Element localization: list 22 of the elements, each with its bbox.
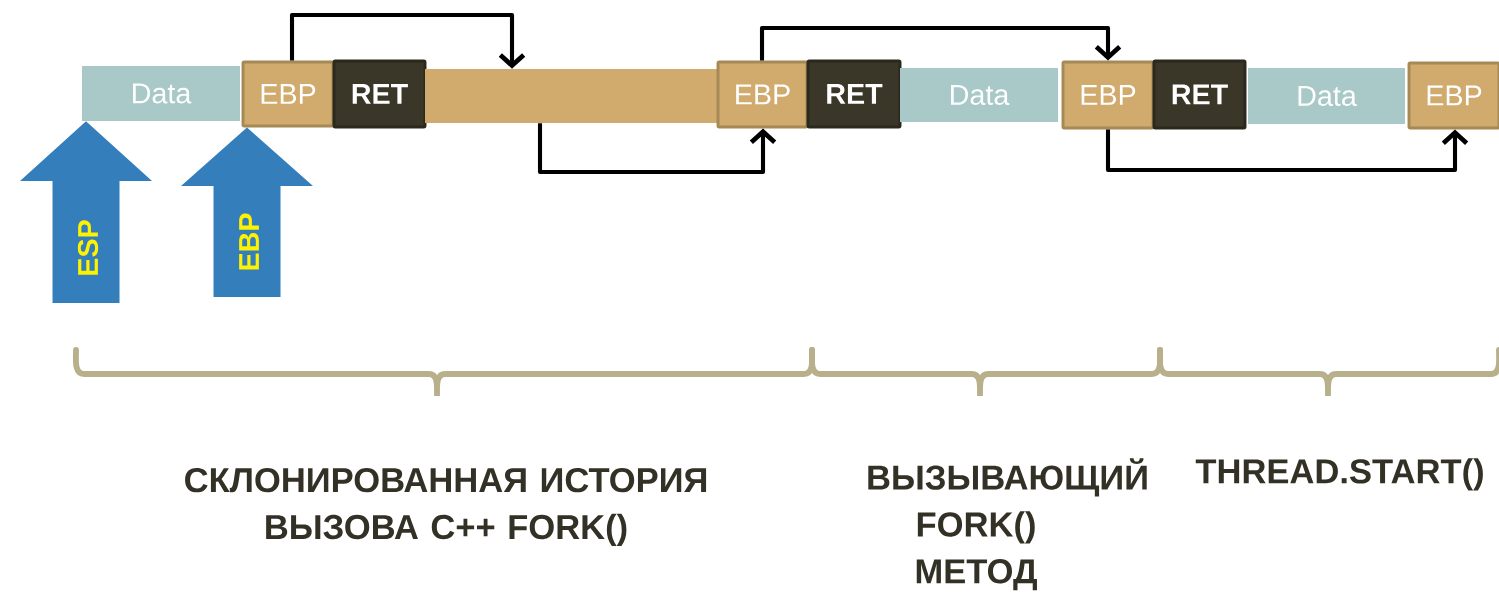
- caption-text: THREAD.START(): [1195, 458, 1483, 491]
- ebp-block: EBP: [241, 60, 335, 128]
- arrow: [759, 25, 1122, 61]
- caption-text: СКЛОНИРОВАННАЯ ИСТОРИЯ ВЫЗОВА C++ FORK(): [185, 467, 707, 547]
- data-block: Data: [1248, 68, 1405, 124]
- arrow: [537, 123, 777, 175]
- arrow: [289, 12, 526, 69]
- stack-bar: [425, 69, 718, 123]
- edge-label: ESP: [77, 220, 99, 275]
- block-arrow: [20, 121, 152, 303]
- block-arrow: [181, 127, 313, 297]
- ebp-block: EBP: [716, 60, 809, 129]
- edge-label: EBP: [239, 213, 259, 270]
- ret-block: RET: [332, 59, 427, 129]
- ebp-block: EBP: [1061, 60, 1155, 130]
- ebp-block: EBP: [1407, 61, 1499, 130]
- ret-block: RET: [1152, 59, 1247, 130]
- data-block: Data: [900, 68, 1058, 122]
- caption-text: ВЫЗЫВАЮЩИЙ FORK() МЕТОД: [868, 458, 1147, 591]
- arrow: [1105, 129, 1469, 173]
- data-block: Data: [82, 66, 240, 121]
- ret-block: RET: [806, 59, 902, 129]
